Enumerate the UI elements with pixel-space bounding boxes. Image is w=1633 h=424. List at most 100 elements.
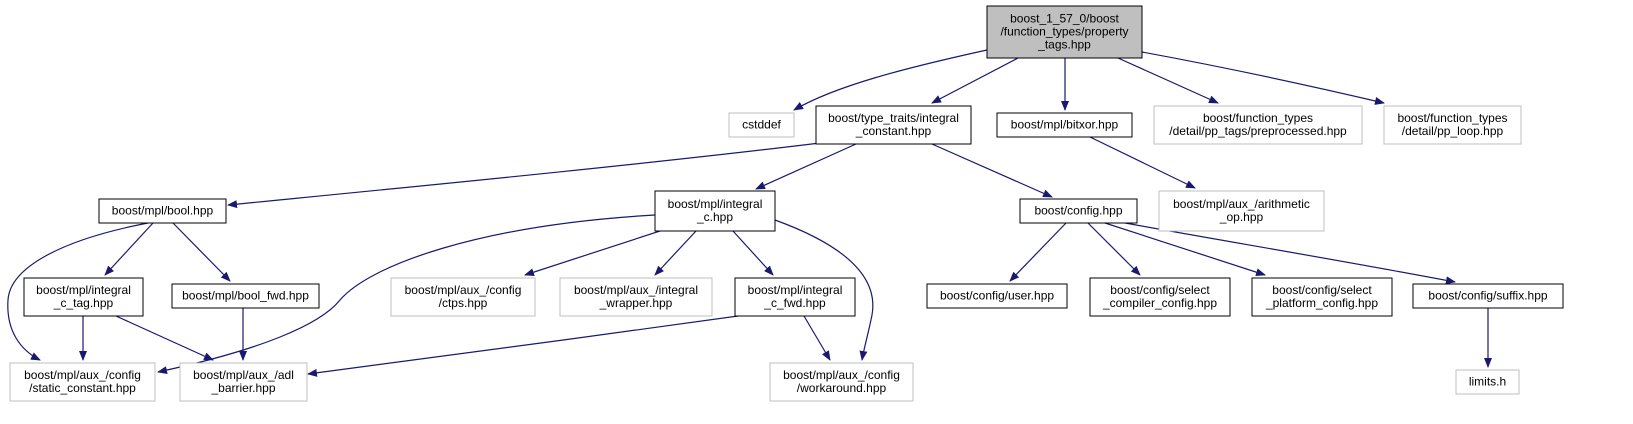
- edge-root-to-cstddef: [793, 49, 988, 111]
- node-label-line: boost/type_traits/integral: [828, 111, 959, 125]
- node-label-line: _op.hpp: [1219, 210, 1264, 224]
- node-static-constant: boost/mpl/aux_/config/static_constant.hp…: [9, 362, 156, 402]
- node-label-line: _c_tag.hpp: [53, 296, 114, 310]
- node-label-line: boost/mpl/integral: [668, 197, 763, 211]
- edge-bool-to-integral_c_tag: [104, 222, 154, 276]
- node-pp-tags: boost/function_types/detail/pp_tags/prep…: [1153, 105, 1363, 145]
- node-box: [1153, 105, 1363, 145]
- node-box: [1089, 277, 1231, 317]
- node-label-line: boost/mpl/aux_/adl: [193, 368, 294, 382]
- edge-root-to-pp_tags: [1117, 57, 1219, 104]
- node-integral-c-fwd[interactable]: boost/mpl/integral_c_fwd.hpp: [734, 277, 856, 317]
- edge-config-to-user: [1009, 222, 1067, 282]
- node-box: [926, 283, 1068, 309]
- edge-integral_constant-to-integral_c: [755, 143, 857, 190]
- node-box: [179, 362, 308, 402]
- node-label-line: boost/function_types: [1203, 111, 1313, 125]
- edge-integral_c_fwd-to-workaround: [803, 315, 831, 361]
- node-integral-c-tag[interactable]: boost/mpl/integral_c_tag.hpp: [23, 277, 144, 317]
- node-integral-constant[interactable]: boost/type_traits/integral_constant.hpp: [815, 105, 972, 145]
- edge-bitxor-to-arithmetic_op: [1089, 136, 1196, 189]
- node-bool-fwd[interactable]: boost/mpl/bool_fwd.hpp: [171, 283, 320, 309]
- node-label-line: boost/mpl/aux_/config: [783, 368, 900, 382]
- node-pp-loop: boost/function_types/detail/pp_loop.hpp: [1383, 105, 1522, 145]
- node-config[interactable]: boost/config.hpp: [1019, 198, 1138, 224]
- node-box: [1158, 190, 1325, 232]
- node-label-line: /workaround.hpp: [797, 381, 887, 395]
- node-cstddef: cstddef: [728, 112, 795, 138]
- node-label-line: limits.h: [1469, 375, 1506, 389]
- node-workaround: boost/mpl/aux_/config/workaround.hpp: [769, 362, 914, 402]
- node-bitxor[interactable]: boost/mpl/bitxor.hpp: [996, 112, 1133, 138]
- node-label-line: boost_1_57_0/boost: [1010, 12, 1119, 26]
- edge-integral_c-to-integral_wrapper: [654, 230, 697, 276]
- node-ctps: boost/mpl/aux_/config/ctps.hpp: [390, 277, 536, 317]
- node-label-line: _compiler_config.hpp: [1102, 296, 1217, 310]
- node-label-line: _c.hpp: [696, 210, 733, 224]
- node-label-line: boost/config.hpp: [1034, 204, 1122, 218]
- edge-bool-to-bool_fwd: [172, 222, 231, 282]
- node-bool[interactable]: boost/mpl/bool.hpp: [98, 198, 227, 224]
- edge-root-to-integral_constant: [931, 57, 1019, 104]
- nodes-layer: boost_1_57_0/boost/function_types/proper…: [9, 5, 1564, 402]
- node-label-line: boost/mpl/aux_/integral: [574, 283, 698, 297]
- edge-integral_c_fwd-to-adl_barrier: [307, 315, 739, 377]
- node-label-line: _wrapper.hpp: [599, 296, 673, 310]
- node-label-line: boost/mpl/bool.hpp: [112, 204, 214, 218]
- node-box: [734, 277, 856, 317]
- node-box: [171, 283, 320, 309]
- node-box: [769, 362, 914, 402]
- node-box: [1383, 105, 1522, 145]
- node-label-line: boost/config/select: [1272, 283, 1372, 297]
- edges-layer: [7, 49, 1492, 377]
- node-label-line: cstddef: [742, 118, 781, 132]
- node-box: [996, 112, 1133, 138]
- node-label-line: boost/config/suffix.hpp: [1428, 289, 1548, 303]
- node-box: [559, 277, 713, 317]
- node-box: [23, 277, 144, 317]
- node-box: [1455, 369, 1520, 395]
- node-box: [815, 105, 972, 145]
- node-label-line: boost/function_types: [1397, 111, 1507, 125]
- node-select-compiler[interactable]: boost/config/select_compiler_config.hpp: [1089, 277, 1231, 317]
- edge-integral_c-to-static_constant: [157, 214, 656, 375]
- node-arithmetic-op: boost/mpl/aux_/arithmetic_op.hpp: [1158, 190, 1325, 232]
- edge-integral_c-to-ctps: [524, 230, 661, 277]
- node-label-line: /function_types/property: [1000, 25, 1128, 39]
- node-limits: limits.h: [1455, 369, 1520, 395]
- node-integral-c[interactable]: boost/mpl/integral_c.hpp: [654, 190, 776, 232]
- node-label-line: /detail/pp_tags/preprocessed.hpp: [1169, 124, 1347, 138]
- node-box: [9, 362, 156, 402]
- node-label-line: boost/mpl/aux_/config: [405, 283, 522, 297]
- node-label-line: boost/mpl/integral: [748, 283, 843, 297]
- node-label-line: boost/mpl/integral: [36, 283, 131, 297]
- node-label-line: _c_fwd.hpp: [763, 296, 826, 310]
- node-box: [98, 198, 227, 224]
- edge-bool-to-static_constant: [7, 222, 149, 361]
- node-adl-barrier: boost/mpl/aux_/adl_barrier.hpp: [179, 362, 308, 402]
- node-box: [390, 277, 536, 317]
- node-label-line: _constant.hpp: [855, 124, 932, 138]
- node-label-line: /static_constant.hpp: [29, 381, 136, 395]
- edge-integral_constant-to-bool: [227, 142, 821, 209]
- edge-integral_c-to-integral_c_fwd: [732, 230, 774, 276]
- edge-config-to-select_compiler: [1087, 222, 1141, 276]
- node-suffix[interactable]: boost/config/suffix.hpp: [1412, 283, 1564, 309]
- node-box: [654, 190, 776, 232]
- node-user[interactable]: boost/config/user.hpp: [926, 283, 1068, 309]
- node-box: [986, 5, 1143, 59]
- edge-root-to-pp_loop: [1141, 51, 1385, 105]
- node-box: [1412, 283, 1564, 309]
- node-box: [728, 112, 795, 138]
- node-label-line: /ctps.hpp: [439, 296, 488, 310]
- node-box: [1019, 198, 1138, 224]
- edge-integral_c_tag-to-adl_barrier: [115, 315, 214, 361]
- node-select-platform[interactable]: boost/config/select_platform_config.hpp: [1251, 277, 1393, 317]
- edge-config-to-select_platform: [1104, 222, 1266, 277]
- node-label-line: boost/config/select: [1110, 283, 1210, 297]
- node-integral-wrapper: boost/mpl/aux_/integral_wrapper.hpp: [559, 277, 713, 317]
- node-label-line: boost/mpl/aux_/arithmetic: [1173, 197, 1310, 211]
- node-root: boost_1_57_0/boost/function_types/proper…: [986, 5, 1143, 59]
- node-box: [1251, 277, 1393, 317]
